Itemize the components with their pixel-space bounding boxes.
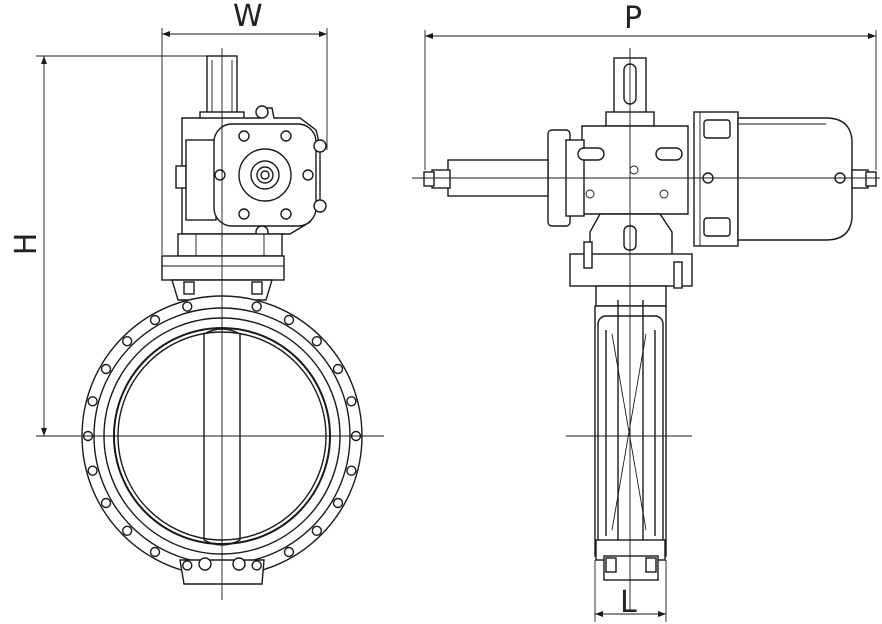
bolt-hole: [121, 525, 133, 536]
bolt-hole: [283, 546, 295, 558]
height-label: H: [9, 233, 44, 256]
projection-dimension: P: [424, 1, 877, 170]
bolt-hole: [100, 363, 112, 375]
bolt-hole: [283, 314, 295, 326]
side-actuator: [693, 111, 877, 247]
height-dimension: H: [9, 55, 225, 437]
bolt-hole: [346, 465, 357, 476]
bolt-hole: [121, 336, 133, 347]
flange-bolts: [82, 301, 362, 571]
bolt-hole: [149, 314, 161, 326]
bolt-hole: [100, 497, 112, 509]
bolt-hole: [87, 396, 98, 407]
bolt-hole: [182, 301, 193, 312]
side-view: P L: [412, 1, 880, 622]
side-neck: [569, 213, 693, 307]
bolt-hole: [149, 546, 161, 558]
bolt-hole: [87, 465, 98, 476]
bolt-hole: [251, 301, 262, 312]
width-label: W: [233, 0, 263, 34]
side-gearbox: [423, 125, 689, 227]
bolt-hole: [311, 525, 322, 536]
length-label: L: [620, 585, 637, 620]
projection-label: P: [624, 1, 642, 36]
bolt-hole: [332, 497, 344, 509]
gearbox: [175, 105, 327, 257]
bolt-hole: [182, 560, 193, 571]
bolt-hole: [311, 336, 322, 347]
front-view: W H: [9, 0, 384, 600]
bolt-hole: [346, 396, 357, 407]
bolt-hole: [251, 560, 262, 571]
length-dimension: L: [594, 560, 667, 622]
width-dimension: W: [161, 0, 328, 255]
side-body: [594, 300, 667, 581]
bolt-hole: [332, 363, 344, 375]
